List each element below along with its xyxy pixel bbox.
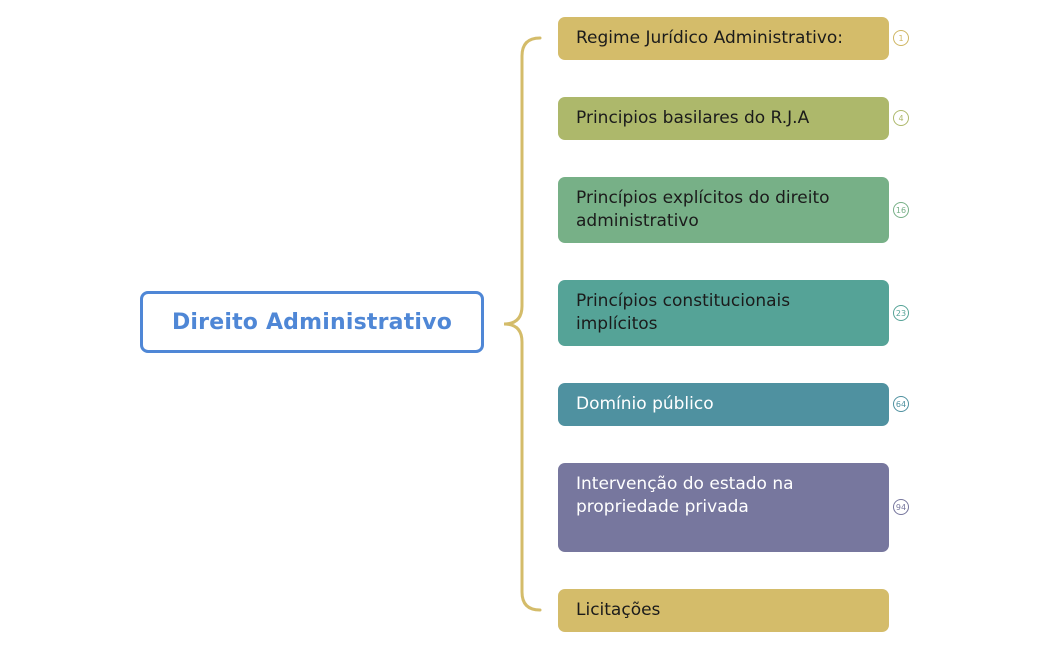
topic-label: Princípios explícitos do direito adminis…	[576, 188, 830, 231]
topic-label: Intervenção do estado na propriedade pri…	[576, 474, 794, 517]
count-badge-16[interactable]: 16	[893, 202, 909, 218]
topic-label: Principios basilares do R.J.A	[576, 108, 810, 128]
root-node[interactable]: Direito Administrativo	[140, 291, 484, 353]
topic-principios-implicitos[interactable]: Princípios constitucionais implícitos	[558, 280, 889, 346]
topic-intervencao-estado[interactable]: Intervenção do estado na propriedade pri…	[558, 463, 889, 552]
topic-regime-juridico[interactable]: Regime Jurídico Administrativo:	[558, 17, 889, 60]
topic-principios-explicitos[interactable]: Princípios explícitos do direito adminis…	[558, 177, 889, 243]
count-badge-1[interactable]: 1	[893, 30, 909, 46]
topic-label: Licitações	[576, 600, 661, 620]
topic-licitacoes[interactable]: Licitações	[558, 589, 889, 632]
topic-dominio-publico[interactable]: Domínio público	[558, 383, 889, 426]
topic-label: Domínio público	[576, 394, 714, 414]
count-badge-94[interactable]: 94	[893, 499, 909, 515]
root-label: Direito Administrativo	[171, 309, 453, 335]
topic-label: Regime Jurídico Administrativo:	[576, 28, 844, 48]
count-badge-4[interactable]: 4	[893, 110, 909, 126]
count-badge-64[interactable]: 64	[893, 396, 909, 412]
count-badge-23[interactable]: 23	[893, 305, 909, 321]
topic-principios-basilares[interactable]: Principios basilares do R.J.A	[558, 97, 889, 140]
topic-label: Princípios constitucionais implícitos	[576, 291, 791, 334]
